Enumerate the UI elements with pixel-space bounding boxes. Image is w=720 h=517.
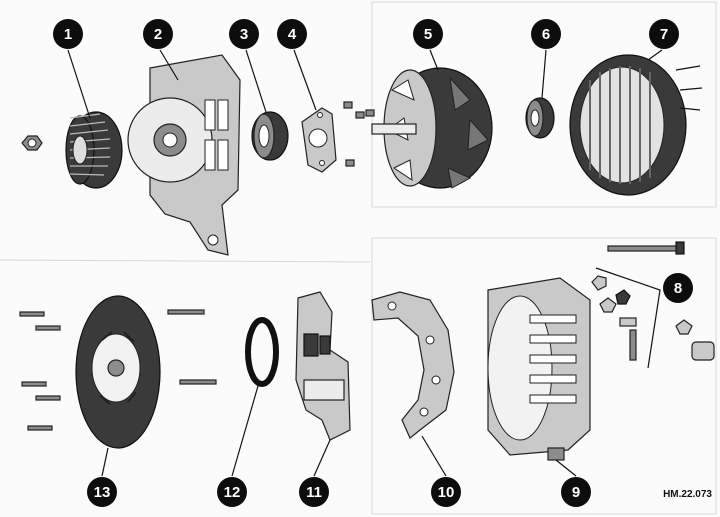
callout-10-label: 10	[438, 484, 455, 501]
figure-reference-code: HM.22.073	[663, 489, 712, 500]
callout-1-label: 1	[64, 26, 72, 43]
callout-2: 2	[143, 19, 173, 49]
cover-screws-icon	[19, 309, 217, 431]
callout-13: 13	[87, 477, 117, 507]
callout-9-label: 9	[572, 484, 580, 501]
voltage-regulator-brush-holder-icon	[295, 291, 351, 441]
callout-4: 4	[277, 19, 307, 49]
rectifier-bridge-icon	[371, 291, 455, 439]
callout-6: 6	[531, 19, 561, 49]
leader-lines	[67, 49, 663, 477]
bearing-retainer-plate-icon	[301, 107, 337, 173]
callout-7-label: 7	[660, 26, 668, 43]
callout-10: 10	[431, 477, 461, 507]
drive-end-housing-icon	[127, 54, 241, 256]
callout-5-label: 5	[424, 26, 432, 43]
rotor-icon	[371, 67, 493, 189]
callout-8-label: 8	[674, 280, 682, 297]
callout-3: 3	[229, 19, 259, 49]
seal-ring-icon	[245, 317, 279, 387]
stator-icon	[569, 54, 703, 196]
pulley-icon	[21, 111, 123, 189]
callout-1: 1	[53, 19, 83, 49]
callout-12-label: 12	[224, 484, 241, 501]
callout-12: 12	[217, 477, 247, 507]
callout-11-label: 11	[306, 484, 322, 501]
callout-4-label: 4	[288, 26, 297, 43]
callout-13-label: 13	[94, 484, 111, 501]
callout-6-label: 6	[542, 26, 550, 43]
callout-7: 7	[649, 19, 679, 49]
callout-2-label: 2	[154, 26, 162, 43]
rear-bearing-icon	[525, 97, 555, 139]
callout-9: 9	[561, 477, 591, 507]
callout-3-label: 3	[240, 26, 248, 43]
slip-ring-end-housing-icon	[487, 277, 591, 461]
rear-cover-icon	[75, 295, 161, 449]
callout-8: 8	[663, 273, 693, 303]
fastener-set-icon	[591, 241, 715, 369]
callout-11: 11	[299, 477, 329, 507]
front-bearing-icon	[251, 111, 289, 161]
screws-icon	[343, 101, 375, 167]
callout-5: 5	[413, 19, 443, 49]
